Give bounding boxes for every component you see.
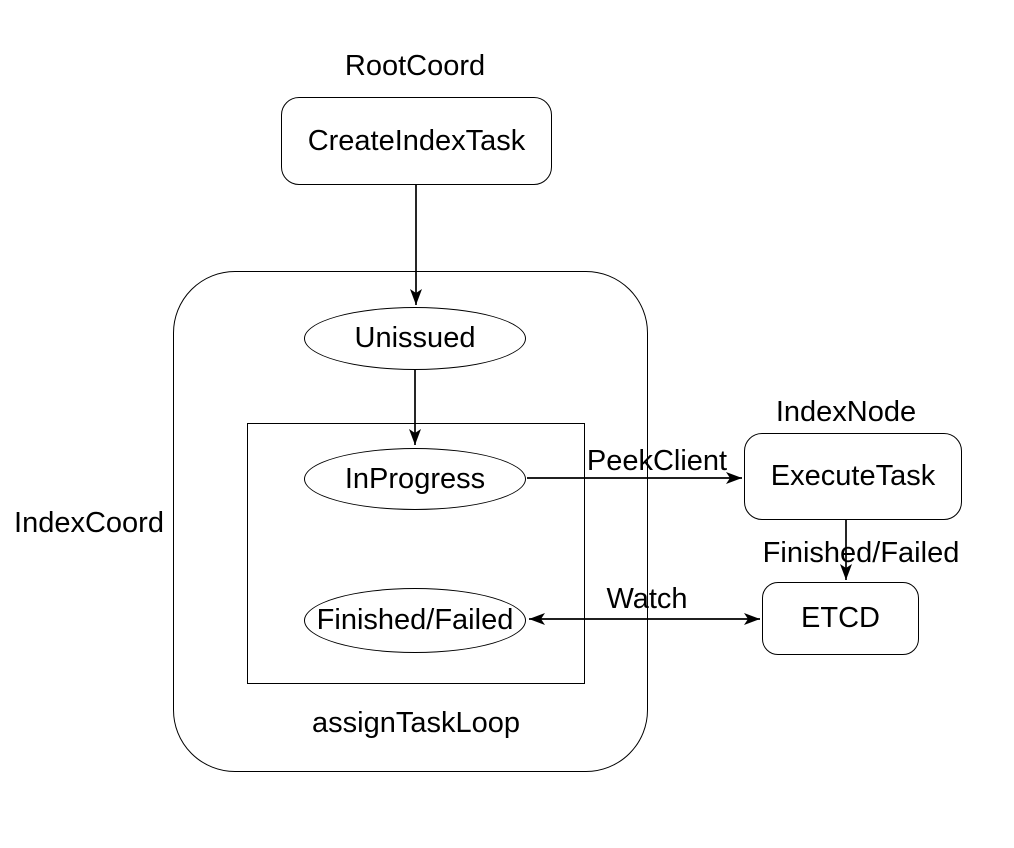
- node-finished-failed-state: Finished/Failed: [304, 588, 526, 653]
- group-label-rootcoord: RootCoord: [344, 50, 486, 82]
- edge-label-watch: Watch: [606, 583, 688, 615]
- node-unissued-label: Unissued: [354, 322, 476, 354]
- node-execute-task-label: ExecuteTask: [770, 460, 936, 492]
- edge-label-finished-failed: Finished/Failed: [762, 537, 960, 569]
- container-indexcoord: [173, 271, 648, 772]
- node-etcd-label: ETCD: [801, 602, 880, 634]
- node-execute-task: ExecuteTask: [744, 433, 962, 520]
- group-label-assign-task-loop: assignTaskLoop: [312, 707, 520, 739]
- node-etcd: ETCD: [762, 582, 919, 655]
- node-create-index-task: CreateIndexTask: [281, 97, 552, 185]
- node-in-progress: InProgress: [304, 448, 526, 510]
- container-assign-task-loop: [247, 423, 585, 684]
- node-in-progress-label: InProgress: [344, 462, 486, 495]
- group-label-indexnode: IndexNode: [775, 396, 917, 428]
- node-unissued: Unissued: [304, 307, 526, 370]
- node-create-index-task-label: CreateIndexTask: [307, 124, 526, 157]
- node-finished-failed-state-label: Finished/Failed: [316, 604, 514, 636]
- group-label-indexcoord: IndexCoord: [14, 507, 164, 539]
- edge-label-peek-client: PeekClient: [586, 445, 728, 477]
